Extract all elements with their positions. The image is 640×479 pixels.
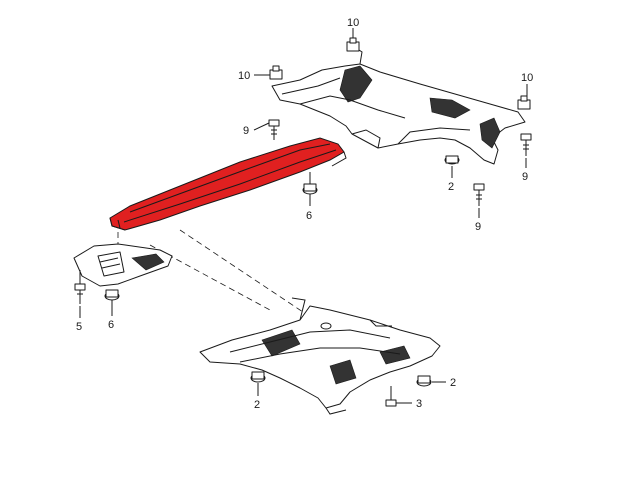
callout-2-bottom-right: 2 [450, 377, 456, 389]
clip-nut-right [517, 95, 531, 110]
callout-10-left: 10 [238, 70, 250, 82]
front-underbody-tray [199, 297, 441, 415]
bolt-left-5 [74, 270, 86, 304]
rear-underbody-panel [271, 47, 526, 165]
callout-10-right: 10 [521, 72, 533, 84]
bolt-bottom-3 [385, 386, 397, 407]
clip-nut-left [269, 65, 283, 80]
callout-9-left: 9 [243, 125, 249, 137]
callout-2-mid: 2 [448, 181, 454, 193]
highlighted-heat-shield [109, 137, 347, 231]
alignment-lines [117, 229, 331, 331]
clip-nut-top [346, 37, 360, 52]
nut-bottom-2 [250, 371, 266, 383]
callout-6-left: 6 [108, 319, 114, 331]
callout-10-top: 10 [347, 17, 359, 29]
bolt-right-9 [520, 133, 532, 156]
nut-bottom-right-2 [416, 375, 432, 387]
callout-5-left: 5 [76, 321, 82, 333]
left-bracket-plate [73, 243, 173, 287]
bolt-mid-9 [473, 183, 485, 206]
callout-9-mid: 9 [475, 221, 481, 233]
nut-mid-2 [444, 155, 460, 165]
nut-mid-6 [302, 172, 318, 195]
callout-6-mid: 6 [306, 210, 312, 222]
callout-3-bottom: 3 [416, 398, 422, 410]
leader-lines [79, 28, 528, 404]
callout-2-bottom: 2 [254, 399, 260, 411]
callout-9-right: 9 [522, 171, 528, 183]
bolt-left-9 [268, 119, 280, 140]
nut-left-6 [104, 289, 120, 301]
